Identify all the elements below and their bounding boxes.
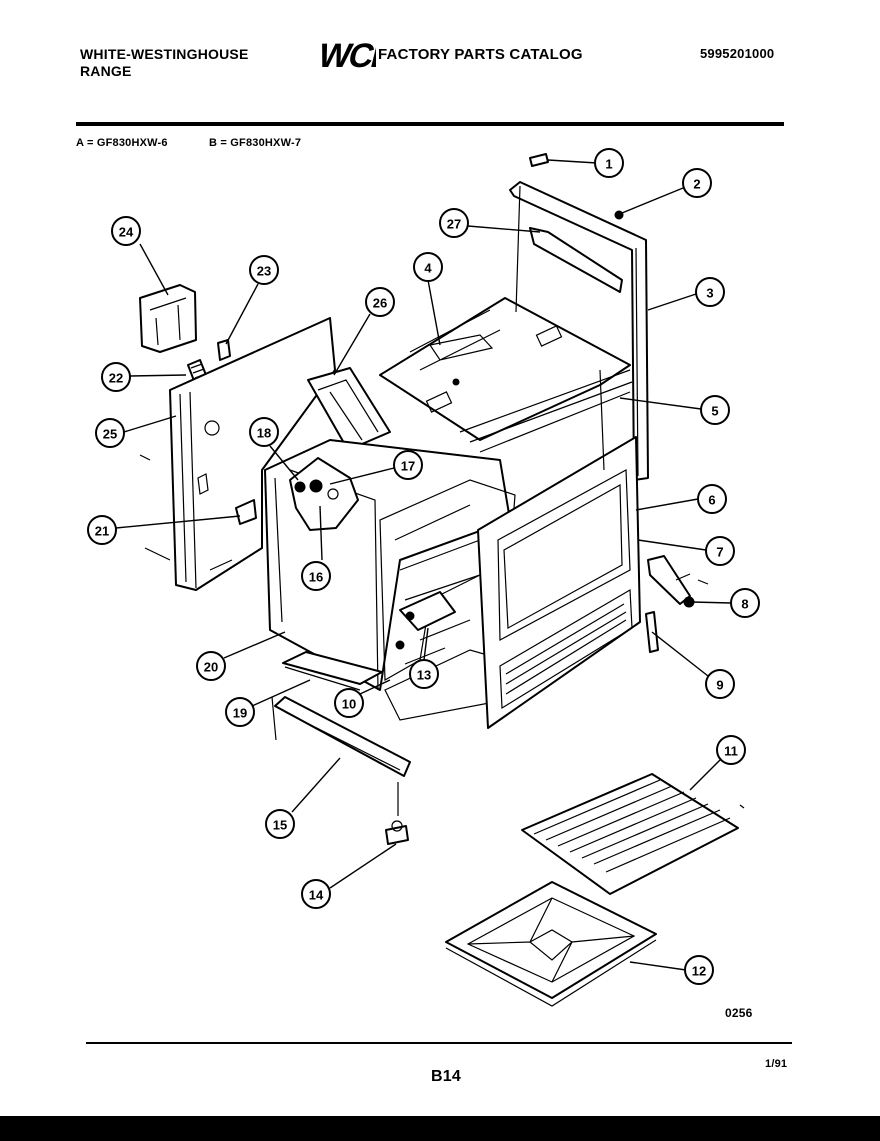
callout-22: 22 [101, 362, 131, 392]
footer-rule [86, 1042, 792, 1044]
bottom-border [0, 1116, 880, 1141]
callout-24: 24 [111, 216, 141, 246]
callouts: 1 2 3 4 5 6 7 8 9 10 11 12 13 14 15 16 1… [87, 148, 760, 985]
part-14-leveler [385, 825, 409, 845]
part-11-oven-rack [521, 773, 739, 895]
callout-1: 1 [594, 148, 624, 178]
callout-17: 17 [393, 450, 423, 480]
svg-text:19: 19 [233, 706, 247, 721]
callout-20: 20 [196, 651, 226, 681]
svg-text:16: 16 [309, 570, 323, 585]
svg-text:2: 2 [693, 177, 700, 192]
svg-text:1: 1 [605, 157, 612, 172]
svg-text:25: 25 [103, 427, 117, 442]
callout-23: 23 [249, 255, 279, 285]
svg-text:13: 13 [417, 668, 431, 683]
part-24-bracket [139, 284, 197, 353]
callout-27: 27 [439, 208, 469, 238]
part-25-side-panel [169, 317, 336, 591]
svg-text:18: 18 [257, 426, 271, 441]
callout-14: 14 [301, 879, 331, 909]
brand-title: WHITE-WESTINGHOUSE RANGE [80, 46, 248, 80]
callout-21: 21 [87, 515, 117, 545]
part-1-clip [529, 153, 549, 167]
callout-13: 13 [409, 659, 439, 689]
brand-line2: RANGE [80, 63, 132, 79]
catalog-number: 5995201000 [700, 46, 775, 61]
part-26-duct [307, 367, 391, 451]
callout-10: 10 [334, 688, 364, 718]
part-13-burner [399, 591, 456, 631]
part-27-bracket [529, 227, 623, 293]
callout-2: 2 [682, 168, 712, 198]
callout-26: 26 [365, 287, 395, 317]
svg-text:26: 26 [373, 296, 387, 311]
part-16-gasket [289, 457, 359, 531]
callout-7: 7 [705, 536, 735, 566]
callout-9: 9 [705, 669, 735, 699]
callout-25: 25 [95, 418, 125, 448]
svg-text:5: 5 [711, 404, 718, 419]
part-12-broiler-pan [445, 881, 657, 999]
part-15-kickplate [274, 696, 411, 777]
callout-18: 18 [249, 417, 279, 447]
svg-text:22: 22 [109, 371, 123, 386]
svg-text:11: 11 [724, 744, 738, 759]
callout-16: 16 [301, 561, 331, 591]
brand-line1: WHITE-WESTINGHOUSE [80, 46, 249, 62]
callout-5: 5 [700, 395, 730, 425]
wci-logo-text: WCI [314, 37, 376, 72]
callout-4: 4 [413, 252, 443, 282]
model-b: B = GF830HXW-7 [209, 137, 302, 149]
model-a: A = GF830HXW-6 [76, 137, 168, 149]
part-21-switch [235, 499, 257, 525]
svg-text:21: 21 [95, 524, 109, 539]
svg-text:23: 23 [257, 264, 271, 279]
svg-text:4: 4 [424, 261, 432, 276]
svg-text:7: 7 [716, 545, 723, 560]
svg-text:24: 24 [119, 225, 134, 240]
part-4-top-panel [379, 297, 631, 441]
callout-15: 15 [265, 809, 295, 839]
header-rule [76, 122, 784, 126]
callout-6: 6 [697, 484, 727, 514]
part-8-hinge [647, 555, 691, 605]
range-parts-drawing [139, 153, 745, 1007]
svg-text:17: 17 [401, 459, 415, 474]
part-19-bottom-panel [282, 651, 383, 685]
part-23-clip [217, 339, 231, 361]
callout-19: 19 [225, 697, 255, 727]
svg-text:3: 3 [706, 286, 713, 301]
callout-11: 11 [716, 735, 746, 765]
callout-12: 12 [684, 955, 714, 985]
svg-text:10: 10 [342, 697, 356, 712]
catalog-title: FACTORY PARTS CATALOG [378, 46, 583, 63]
part-2-screw [614, 210, 624, 220]
drawing-code: 0256 [725, 1006, 753, 1020]
model-legend: A = GF830HXW-6 B = GF830HXW-7 [76, 137, 339, 149]
svg-text:12: 12 [692, 964, 706, 979]
svg-text:14: 14 [309, 888, 324, 903]
svg-text:27: 27 [447, 217, 461, 232]
svg-text:20: 20 [204, 660, 218, 675]
page-number: B14 [431, 1068, 461, 1085]
svg-text:8: 8 [741, 597, 748, 612]
svg-text:9: 9 [716, 678, 723, 693]
callout-8: 8 [730, 588, 760, 618]
svg-text:15: 15 [273, 818, 287, 833]
leader-lines [115, 159, 732, 971]
wci-logo: WCI [314, 37, 376, 72]
svg-text:6: 6 [708, 493, 715, 508]
callout-3: 3 [695, 277, 725, 307]
revision-date: 1/91 [765, 1058, 788, 1070]
